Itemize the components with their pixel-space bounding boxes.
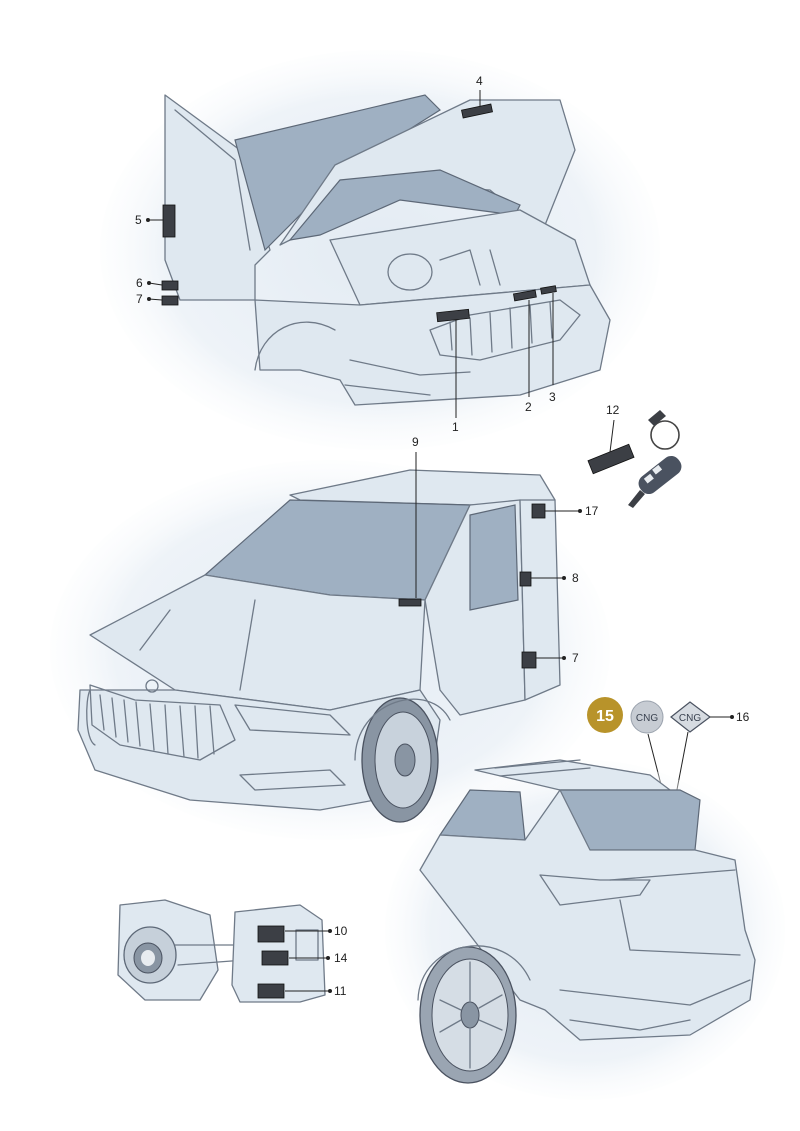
callout-15: 15 <box>596 708 614 725</box>
callout-7-middle: 7 <box>572 651 579 665</box>
callout-2: 2 <box>525 400 532 414</box>
callout-14: 14 <box>334 951 348 965</box>
callouts-middle: 9 17 8 7 <box>412 435 599 665</box>
car-open-hood-illustration <box>100 50 660 450</box>
car-rear-illustration <box>385 759 785 1100</box>
cng-diamond-badge-text: CNG <box>679 713 701 724</box>
key-fob-illustration <box>587 410 682 508</box>
cng-badges: 15 CNG CNG 16 <box>587 697 750 801</box>
callout-10: 10 <box>334 924 348 938</box>
cng-round-badge <box>630 700 664 734</box>
callout-8: 8 <box>572 571 579 585</box>
callouts-top: 1 2 3 4 5 6 7 <box>135 74 556 434</box>
callout-4: 4 <box>476 74 483 88</box>
car-front-illustration <box>50 460 610 840</box>
callout-1: 1 <box>452 420 459 434</box>
callouts-bottom-left: 10 14 11 <box>285 924 348 998</box>
callout-16: 16 <box>736 710 750 724</box>
fuel-flap-illustration <box>117 899 326 1003</box>
callout-3: 3 <box>549 390 556 404</box>
callout-12: 12 <box>606 403 620 417</box>
callout-5: 5 <box>135 213 142 227</box>
cng-round-badge-text: CNG <box>636 713 658 724</box>
callout-11: 11 <box>334 984 347 998</box>
callout-9: 9 <box>412 435 419 449</box>
callout-17: 17 <box>585 504 599 518</box>
callout-7-top: 7 <box>136 292 143 306</box>
highlight-badge-15 <box>587 697 623 733</box>
callout-6: 6 <box>136 276 143 290</box>
